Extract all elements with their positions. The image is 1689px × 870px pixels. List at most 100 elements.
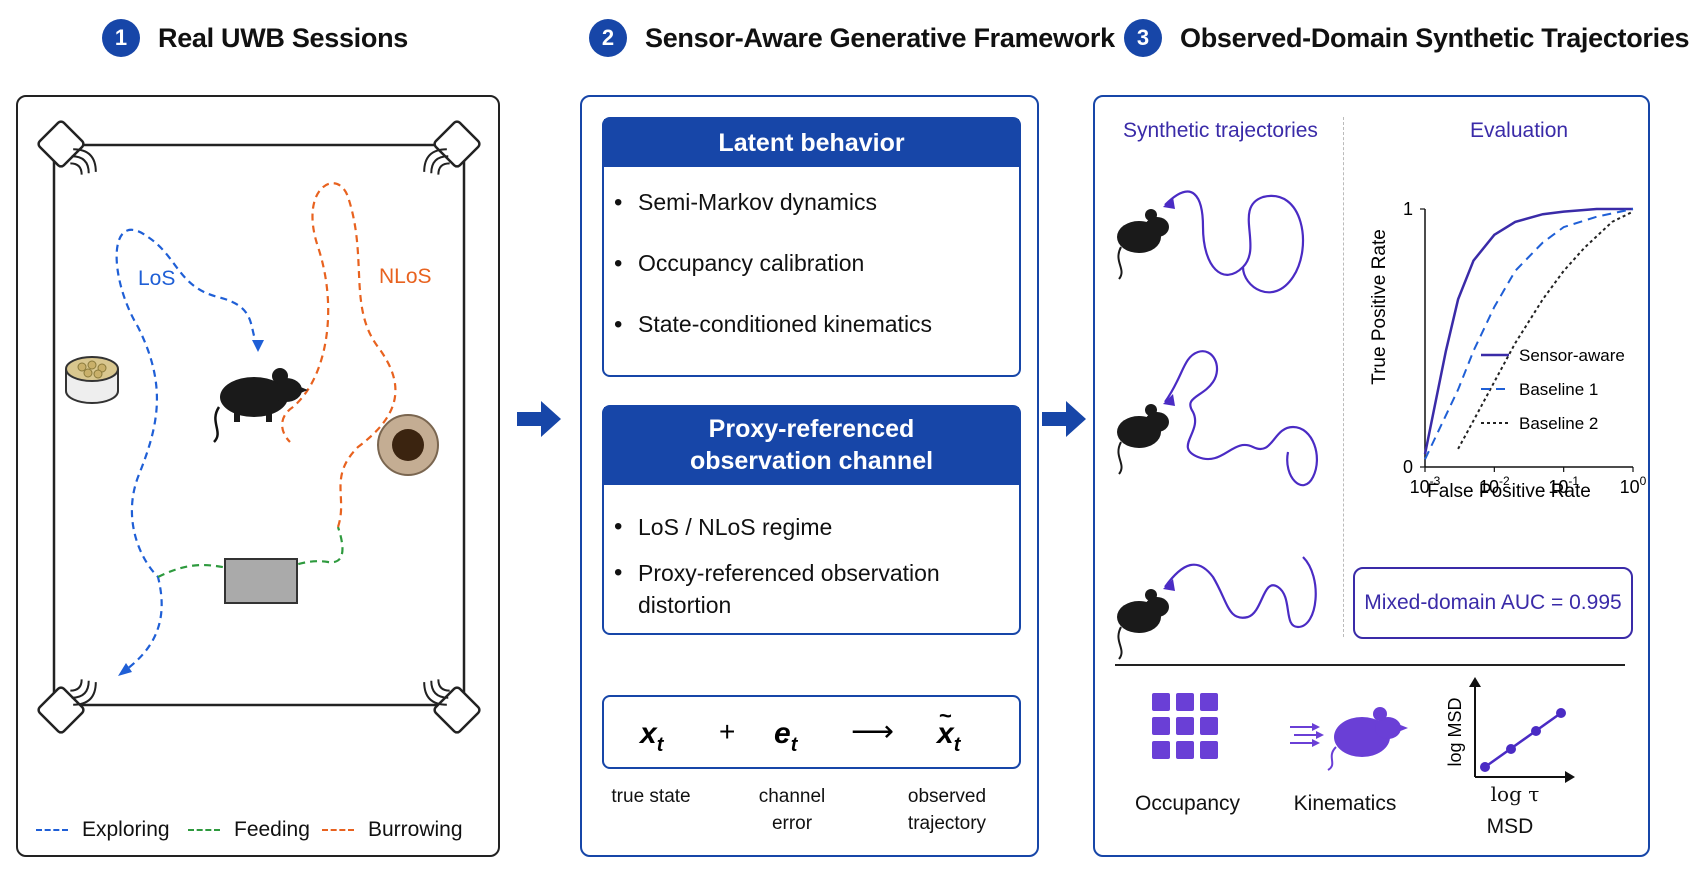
proxy-item-distortion: Proxy-referenced observation distortion xyxy=(604,557,989,621)
kinematics-label: Kinematics xyxy=(1293,792,1397,815)
proxy-item-regime: LoS / NLoS regime xyxy=(604,511,989,543)
occupancy-label: Occupancy xyxy=(1135,792,1241,815)
real-uwb-sessions-panel: LoS NLoS Exploring Feeding Burrowing xyxy=(16,95,500,857)
latent-behavior-title: Latent behavior xyxy=(604,119,1019,167)
synthetic-trajectories-title: Synthetic trajectories xyxy=(1123,119,1318,142)
step-3-title: Observed-Domain Synthetic Trajectories xyxy=(1180,22,1689,53)
step-2-title: Sensor-Aware Generative Framework xyxy=(645,22,1115,53)
legend-feeding-label: Feeding xyxy=(234,818,310,841)
roc-legend-label-1: Baseline 1 xyxy=(1519,380,1598,399)
roc-y-tick-label: 1 xyxy=(1403,199,1413,219)
equation-arrow: ⟶ xyxy=(851,715,894,748)
legend-exploring: Exploring xyxy=(36,815,170,845)
section-divider xyxy=(1115,664,1625,666)
uwb-anchor-top-right-icon xyxy=(423,120,481,175)
column-divider xyxy=(1343,117,1344,637)
caption-true-state: true state xyxy=(606,783,696,810)
synthetic-trajectory-1 xyxy=(1164,190,1305,294)
flow-arrow-2-icon xyxy=(1042,401,1086,437)
roc-x-axis-label: False Positive Rate xyxy=(1427,481,1591,502)
msd-label: MSD xyxy=(1486,815,1534,838)
roc-series-0 xyxy=(1423,207,1633,455)
proxy-channel-title: Proxy-referenced observation channel xyxy=(604,407,1019,485)
step-1-title: Real UWB Sessions xyxy=(158,22,408,53)
roc-x-tick-label: 100 xyxy=(1620,474,1647,497)
uwb-anchor-bottom-right-icon xyxy=(423,679,481,734)
arena-boundary xyxy=(52,143,466,707)
step-1-number: 1 xyxy=(102,19,140,57)
observation-equation: xt + et ⟶ xt ~ xyxy=(638,703,962,756)
proxy-channel-title-line1: Proxy-referenced xyxy=(708,415,915,443)
latent-behavior-box: Latent behavior Semi-Markov dynamics Occ… xyxy=(602,117,1021,377)
uwb-anchor-bottom-left-icon xyxy=(37,679,97,734)
synthetic-mouse-2-icon xyxy=(1117,404,1169,475)
latent-item-occupancy: Occupancy calibration xyxy=(604,250,1019,278)
auc-result-text: Mixed-domain AUC = 0.995 xyxy=(1364,591,1622,614)
legend-burrowing-swatch xyxy=(322,829,354,831)
synthetic-trajectories-panel: Synthetic trajectories Evaluation xyxy=(1093,95,1650,857)
evaluation-title: Evaluation xyxy=(1470,119,1569,142)
synthetic-trajectories-figure xyxy=(1117,190,1318,660)
caption-observed-line2: trajectory xyxy=(907,813,987,834)
step-1-header: 1 Real UWB Sessions xyxy=(102,16,408,60)
legend-exploring-label: Exploring xyxy=(82,818,170,841)
caption-channel-error-line2: error xyxy=(771,813,813,834)
equation-e-t: et xyxy=(774,717,799,756)
roc-lines xyxy=(1423,207,1634,460)
synthetic-trajectory-2 xyxy=(1164,350,1318,487)
exploring-trajectory xyxy=(115,228,259,673)
arena-diagram: LoS NLoS xyxy=(37,120,481,734)
proxy-channel-title-line2: observation channel xyxy=(689,447,934,475)
step-2-number: 2 xyxy=(589,19,627,57)
auc-result-box: Mixed-domain AUC = 0.995 xyxy=(1353,567,1633,639)
legend-feeding: Feeding xyxy=(188,815,310,845)
burrow-icon xyxy=(377,414,439,476)
msd-plot-icon: log MSD xyxy=(1445,677,1575,783)
observation-equation-box: xt + et ⟶ xt ~ xyxy=(602,695,1021,769)
legend-burrowing-label: Burrowing xyxy=(368,818,463,841)
synthetic-mouse-1-icon xyxy=(1117,209,1169,280)
equation-plus: + xyxy=(719,716,735,747)
synthetic-mouse-3-icon xyxy=(1117,589,1169,660)
synthetic-mouse-icons xyxy=(1117,209,1169,660)
latent-item-semi-markov: Semi-Markov dynamics xyxy=(604,189,1019,217)
mouse-icon xyxy=(213,368,308,443)
kinematics-mouse-icon xyxy=(1290,707,1408,771)
latent-item-kinematics: State-conditioned kinematics xyxy=(604,311,1019,339)
roc-y-tick-label: 0 xyxy=(1403,457,1413,477)
roc-legend-label-2: Baseline 2 xyxy=(1519,414,1598,433)
roc-legend-label-0: Sensor-aware xyxy=(1519,346,1625,365)
generative-framework-panel: Latent behavior Semi-Markov dynamics Occ… xyxy=(580,95,1039,857)
synthetic-trajectory-3 xyxy=(1164,556,1317,629)
occupancy-grid-icon xyxy=(1152,693,1218,759)
food-bowl-icon xyxy=(65,356,119,404)
caption-observed-line1: observed xyxy=(907,786,987,807)
legend-feeding-swatch xyxy=(188,829,220,831)
proxy-channel-box: Proxy-referenced observation channel LoS… xyxy=(602,405,1021,635)
step-3-header: 3 Observed-Domain Synthetic Trajectories xyxy=(1124,16,1689,60)
roc-axes xyxy=(1424,209,1633,468)
caption-channel-error: channel error xyxy=(752,783,832,837)
flow-arrow-1-icon xyxy=(517,401,561,437)
legend-exploring-swatch xyxy=(36,829,68,831)
latent-behavior-list: Semi-Markov dynamics Occupancy calibrati… xyxy=(604,167,1019,339)
msd-x-axis-label: log τ xyxy=(1490,782,1540,806)
uwb-anchor-top-left-icon xyxy=(37,120,97,175)
burrowing-trajectory xyxy=(281,182,397,528)
obstacle-block xyxy=(224,558,298,604)
proxy-channel-list: LoS / NLoS regime Proxy-referenced obser… xyxy=(604,485,1019,621)
msd-y-axis-label: log MSD xyxy=(1445,697,1465,766)
caption-true-state-text: true state xyxy=(611,786,691,807)
caption-observed-trajectory: observed trajectory xyxy=(897,783,997,837)
step-3-number: 3 xyxy=(1124,19,1162,57)
equation-tilde: ~ xyxy=(939,703,952,728)
equation-x-t: xt xyxy=(638,717,665,756)
roc-series-1 xyxy=(1424,208,1634,460)
los-label: LoS xyxy=(138,267,175,290)
caption-channel-error-line1: channel xyxy=(758,786,826,807)
nlos-label: NLoS xyxy=(379,265,432,288)
legend-burrowing: Burrowing xyxy=(322,815,463,845)
